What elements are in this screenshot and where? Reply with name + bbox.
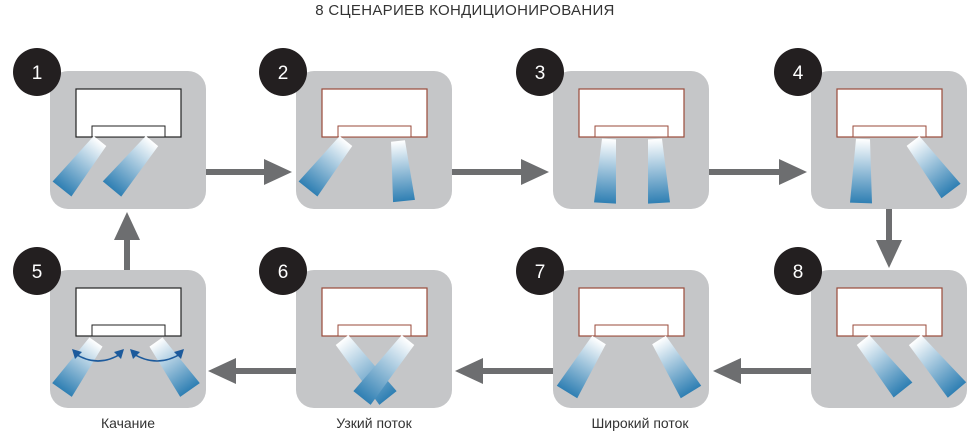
ac-vent	[852, 324, 927, 337]
arrow-7-to-6	[455, 358, 553, 384]
arrow-2-to-3	[452, 159, 549, 185]
step-number-badge	[13, 48, 61, 96]
step-number-badge	[774, 48, 822, 96]
step-number: 5	[32, 262, 43, 283]
caption-scenario-6: Узкий поток	[336, 415, 412, 431]
airflow-plume	[102, 135, 159, 197]
step-number-badge	[259, 247, 307, 295]
airflow-plume	[908, 334, 967, 398]
step-number: 4	[793, 63, 804, 84]
scenario-1: 1	[13, 48, 206, 209]
airflow-plume	[353, 335, 415, 405]
ac-vent	[337, 125, 412, 138]
flow-connectors	[114, 159, 902, 384]
diagram-title: 8 СЦЕНАРИЕВ КОНДИЦИОНИРОВАНИЯ	[315, 2, 615, 19]
airflow-plume	[850, 138, 872, 204]
step-number-badge	[774, 247, 822, 295]
caption-scenario-7: Широкий поток	[591, 415, 689, 431]
step-number-badge	[516, 48, 564, 96]
airflow-plume	[648, 138, 670, 204]
airflow-plume	[652, 335, 702, 399]
scenario-6: 6	[259, 247, 452, 408]
scenario-2: 2	[259, 48, 452, 209]
airflow-plume	[52, 136, 107, 197]
step-number: 2	[278, 63, 289, 84]
ac-vent	[91, 324, 166, 337]
step-number: 1	[32, 63, 43, 84]
airflow-plume	[149, 337, 200, 397]
airflow-plume	[856, 335, 913, 398]
ac-vent	[852, 125, 927, 138]
scenario-4: 4	[774, 48, 967, 209]
ac-vent	[91, 125, 166, 138]
step-number: 7	[535, 262, 546, 283]
arrow-4-to-8	[876, 209, 902, 268]
scenario-8: 8	[774, 247, 967, 408]
arrow-8-to-7	[713, 358, 811, 384]
airflow-plume	[52, 337, 103, 397]
arrow-3-to-4	[709, 159, 807, 185]
swing-arrows	[72, 349, 184, 362]
airflow-plume	[906, 136, 961, 199]
scenario-7: 7	[516, 247, 709, 408]
airflow-plume	[391, 140, 415, 203]
arrow-1-to-2	[206, 159, 292, 185]
step-number-badge	[13, 247, 61, 295]
scenario-3: 3	[516, 48, 709, 209]
ac-vent	[594, 125, 669, 138]
step-number: 8	[793, 262, 804, 283]
airflow-plume	[594, 138, 616, 204]
scenario-5: 5	[13, 247, 206, 408]
step-number: 3	[535, 63, 546, 84]
airflow-plume	[298, 136, 353, 197]
step-number-badge	[516, 247, 564, 295]
caption-scenario-5: Качание	[100, 415, 156, 431]
step-number-badge	[259, 48, 307, 96]
ac-vent	[337, 324, 412, 337]
ac-vent	[594, 324, 669, 337]
arrow-5-to-1	[114, 212, 140, 270]
step-number: 6	[278, 262, 289, 283]
airflow-plume	[556, 335, 606, 399]
arrow-6-to-5	[208, 358, 296, 384]
